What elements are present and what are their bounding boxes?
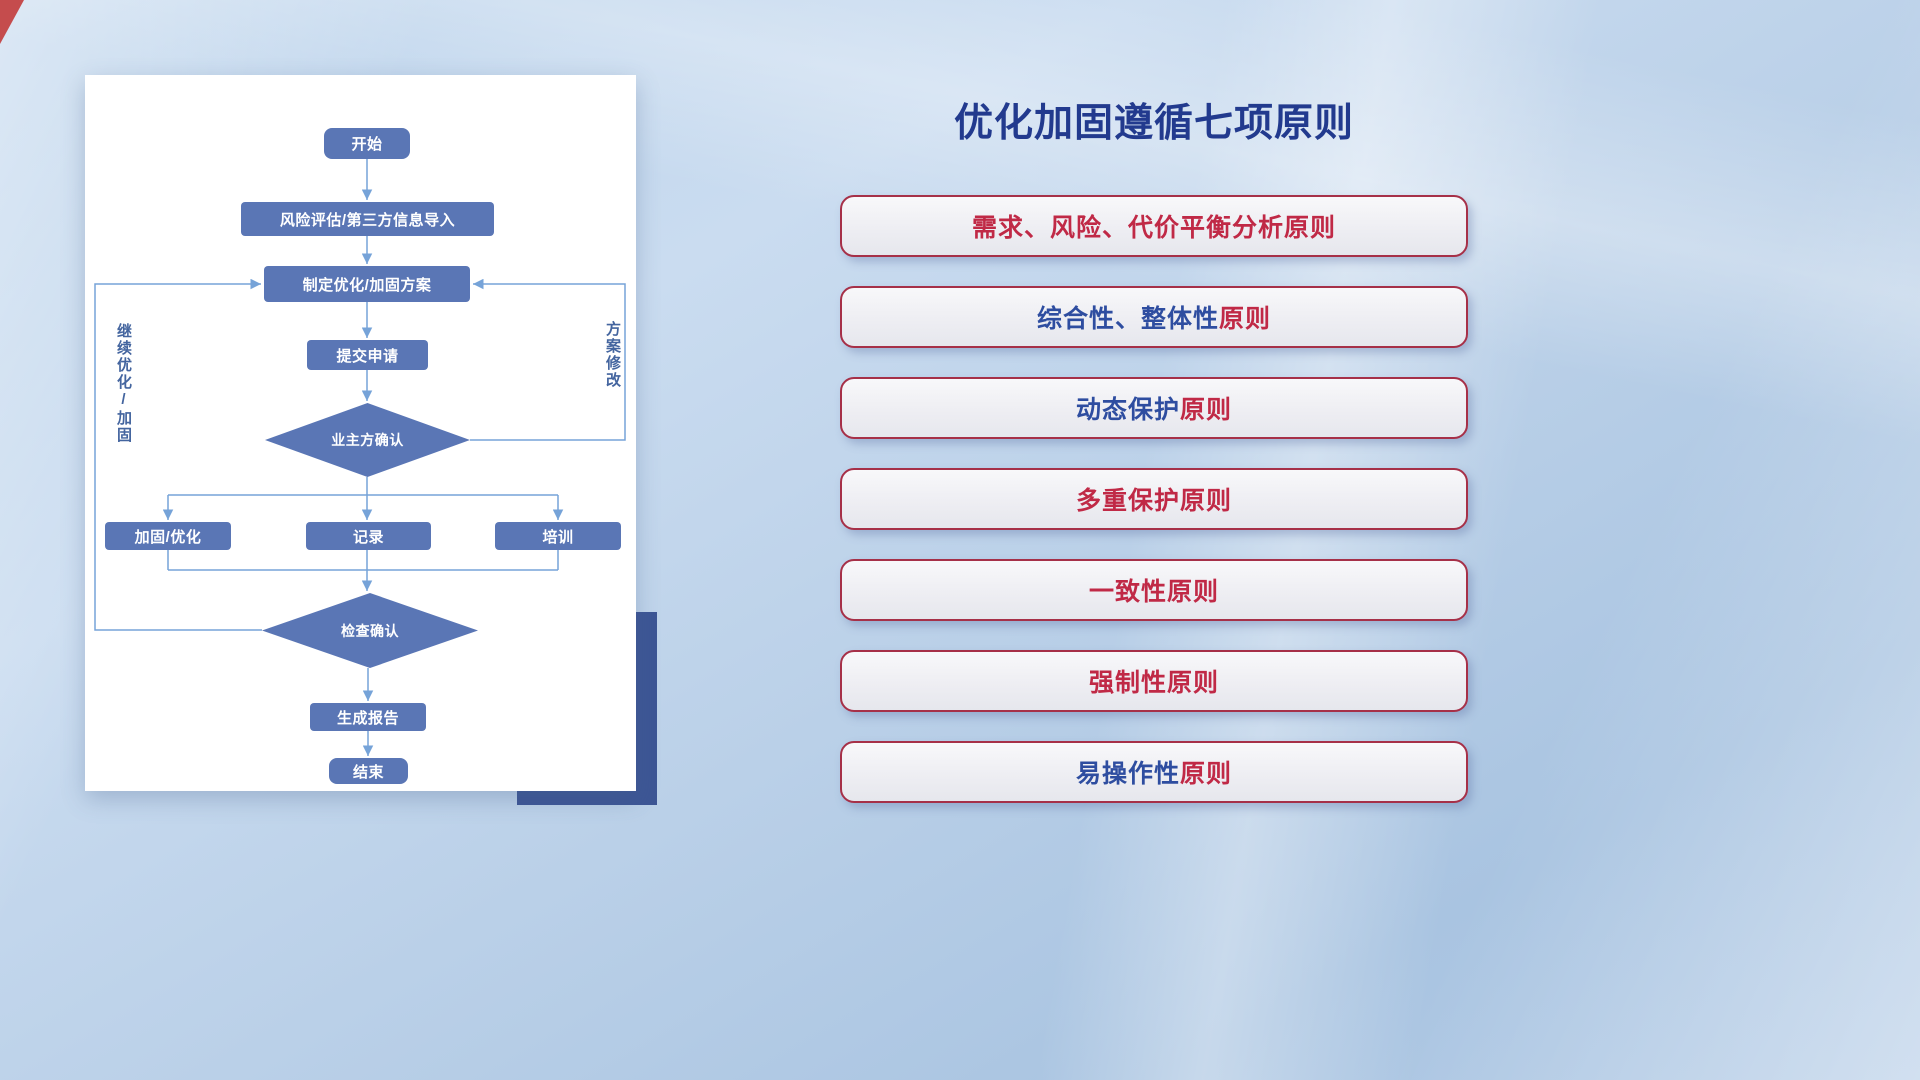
flow-node-risk-import: 风险评估/第三方信息导入: [241, 202, 494, 236]
right-loop-label: 方案修改: [604, 321, 621, 389]
connector-right-loop: [470, 278, 626, 441]
flowchart-card: 开始 风险评估/第三方信息导入 制定优化/加固方案 提交申请 业主方确认 加固/…: [85, 75, 636, 791]
connector-split-trunk: [168, 477, 558, 496]
connector-left-loop: [94, 278, 262, 631]
principle-box: 动态保护原则: [840, 377, 1468, 439]
principle-text: 易操作性: [1075, 760, 1180, 788]
flow-node-risk-import-label: 风险评估/第三方信息导入: [279, 211, 456, 229]
connector-merge-trunk: [167, 550, 559, 571]
principle-text: 一致性原则: [1088, 578, 1219, 606]
principle-text: 综合性、整体性: [1036, 305, 1219, 333]
left-loop-label: 继续优化/加固: [115, 323, 132, 444]
principle-text: 强制性原则: [1088, 669, 1219, 697]
flow-node-start: 开始: [324, 128, 410, 159]
page-title: 优化加固遵循七项原则: [953, 102, 1354, 145]
flowchart-connectors: [94, 159, 626, 756]
flow-node-record-label: 记录: [352, 528, 384, 546]
principle-text: 多重保护原则: [1075, 487, 1232, 515]
flow-node-owner-confirm-label: 业主方确认: [331, 432, 404, 448]
principle-text: 原则: [1219, 305, 1272, 333]
principle-box: 综合性、整体性原则: [840, 286, 1468, 348]
flow-node-end: 结束: [329, 758, 408, 784]
flow-node-report: 生成报告: [310, 703, 426, 731]
corner-accent: [0, 0, 24, 44]
principle-text: 需求、风险、代价平衡分析原则: [971, 214, 1336, 242]
flow-node-start-label: 开始: [351, 136, 383, 153]
principles-list: 需求、风险、代价平衡分析原则综合性、整体性原则动态保护原则多重保护原则一致性原则…: [840, 195, 1468, 832]
flow-node-make-plan-label: 制定优化/加固方案: [302, 276, 432, 294]
principle-box: 多重保护原则: [840, 468, 1468, 530]
principle-text: 原则: [1180, 396, 1233, 424]
principle-box: 强制性原则: [840, 650, 1468, 712]
flow-node-submit-label: 提交申请: [336, 347, 399, 365]
flow-node-record: 记录: [306, 522, 431, 550]
flow-node-submit: 提交申请: [307, 340, 428, 370]
flow-node-reinforce: 加固/优化: [105, 522, 231, 550]
flow-node-report-label: 生成报告: [336, 709, 399, 727]
principle-box: 需求、风险、代价平衡分析原则: [840, 195, 1468, 257]
flow-node-training: 培训: [495, 522, 621, 550]
principle-text: 动态保护: [1075, 396, 1180, 424]
flow-node-check-confirm-label: 检查确认: [341, 622, 399, 639]
flow-node-training-label: 培训: [542, 528, 574, 546]
flow-node-make-plan: 制定优化/加固方案: [264, 266, 470, 302]
principle-text: 原则: [1180, 760, 1233, 788]
flow-node-end-label: 结束: [352, 763, 384, 781]
flow-node-reinforce-label: 加固/优化: [134, 528, 202, 546]
principle-box: 一致性原则: [840, 559, 1468, 621]
principle-box: 易操作性原则: [840, 741, 1468, 803]
